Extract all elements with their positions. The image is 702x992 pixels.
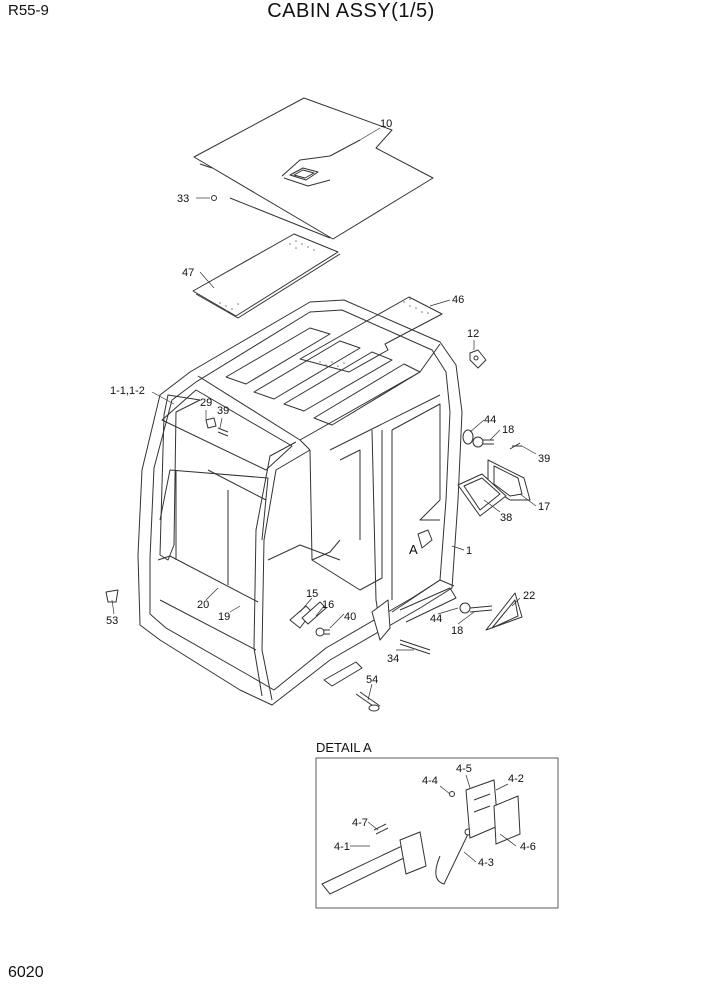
- callout-33: 33: [177, 193, 189, 205]
- callout-29: 29: [200, 397, 212, 409]
- mat-texture: [219, 240, 429, 367]
- page-number: 6020: [8, 964, 44, 981]
- callout-16: 16: [322, 599, 334, 611]
- callout-4-3: 4-3: [478, 857, 494, 869]
- callout-12: 12: [467, 328, 479, 340]
- callout-44-top: 44: [484, 414, 496, 426]
- callout-20: 20: [197, 599, 209, 611]
- cabin-frame: [137, 299, 463, 706]
- callout-44-bottom: 44: [430, 613, 442, 625]
- callout-18-top: 18: [502, 424, 514, 436]
- callout-34: 34: [387, 653, 399, 665]
- callout-4-7: 4-7: [352, 817, 368, 829]
- callout-39-top: 39: [217, 405, 229, 417]
- callout-22: 22: [523, 590, 535, 602]
- page-title: CABIN ASSY(1/5): [267, 0, 435, 22]
- callout-1-1-1-2: 1-1,1-2: [110, 385, 145, 397]
- callout-19: 19: [218, 611, 230, 623]
- callout-17: 17: [538, 501, 550, 513]
- part-headliner: [192, 233, 341, 319]
- callout-4-4: 4-4: [422, 775, 438, 787]
- detail-a-frame: [315, 757, 559, 909]
- drawing-lines: [105, 97, 531, 712]
- callout-54: 54: [366, 674, 378, 686]
- callout-53: 53: [106, 615, 118, 627]
- callouts-detail-a: 4-5 4-4 4-2 4-7 4-1 4-6 4-3: [334, 763, 536, 869]
- detail-a-title: DETAIL A: [316, 740, 372, 755]
- callout-47: 47: [182, 267, 194, 279]
- callout-18-bottom: 18: [451, 625, 463, 637]
- part-roof-cover: [193, 97, 434, 240]
- callout-15: 15: [306, 588, 318, 600]
- callout-10: 10: [380, 118, 392, 130]
- callout-4-1: 4-1: [334, 841, 350, 853]
- part-roof-mat: [299, 296, 443, 373]
- callout-40: 40: [344, 611, 356, 623]
- hardware-parts: [105, 349, 531, 712]
- callout-4-5: 4-5: [456, 763, 472, 775]
- callout-46: 46: [452, 294, 464, 306]
- model-code: R55-9: [8, 2, 49, 19]
- callouts-main: 10 33 47 46 12 1-1,1-2 29 39 44 18 39 38…: [106, 118, 550, 686]
- callout-1: 1: [466, 545, 472, 557]
- leader-lines: [111, 127, 537, 701]
- callout-38: 38: [500, 512, 512, 524]
- callout-4-6: 4-6: [520, 841, 536, 853]
- detail-a-parts: [321, 779, 521, 895]
- detail-a-leaders: [350, 774, 517, 863]
- callout-4-2: 4-2: [508, 773, 524, 785]
- callout-39-right: 39: [538, 453, 550, 465]
- callout-detail-a-marker: A: [409, 542, 418, 557]
